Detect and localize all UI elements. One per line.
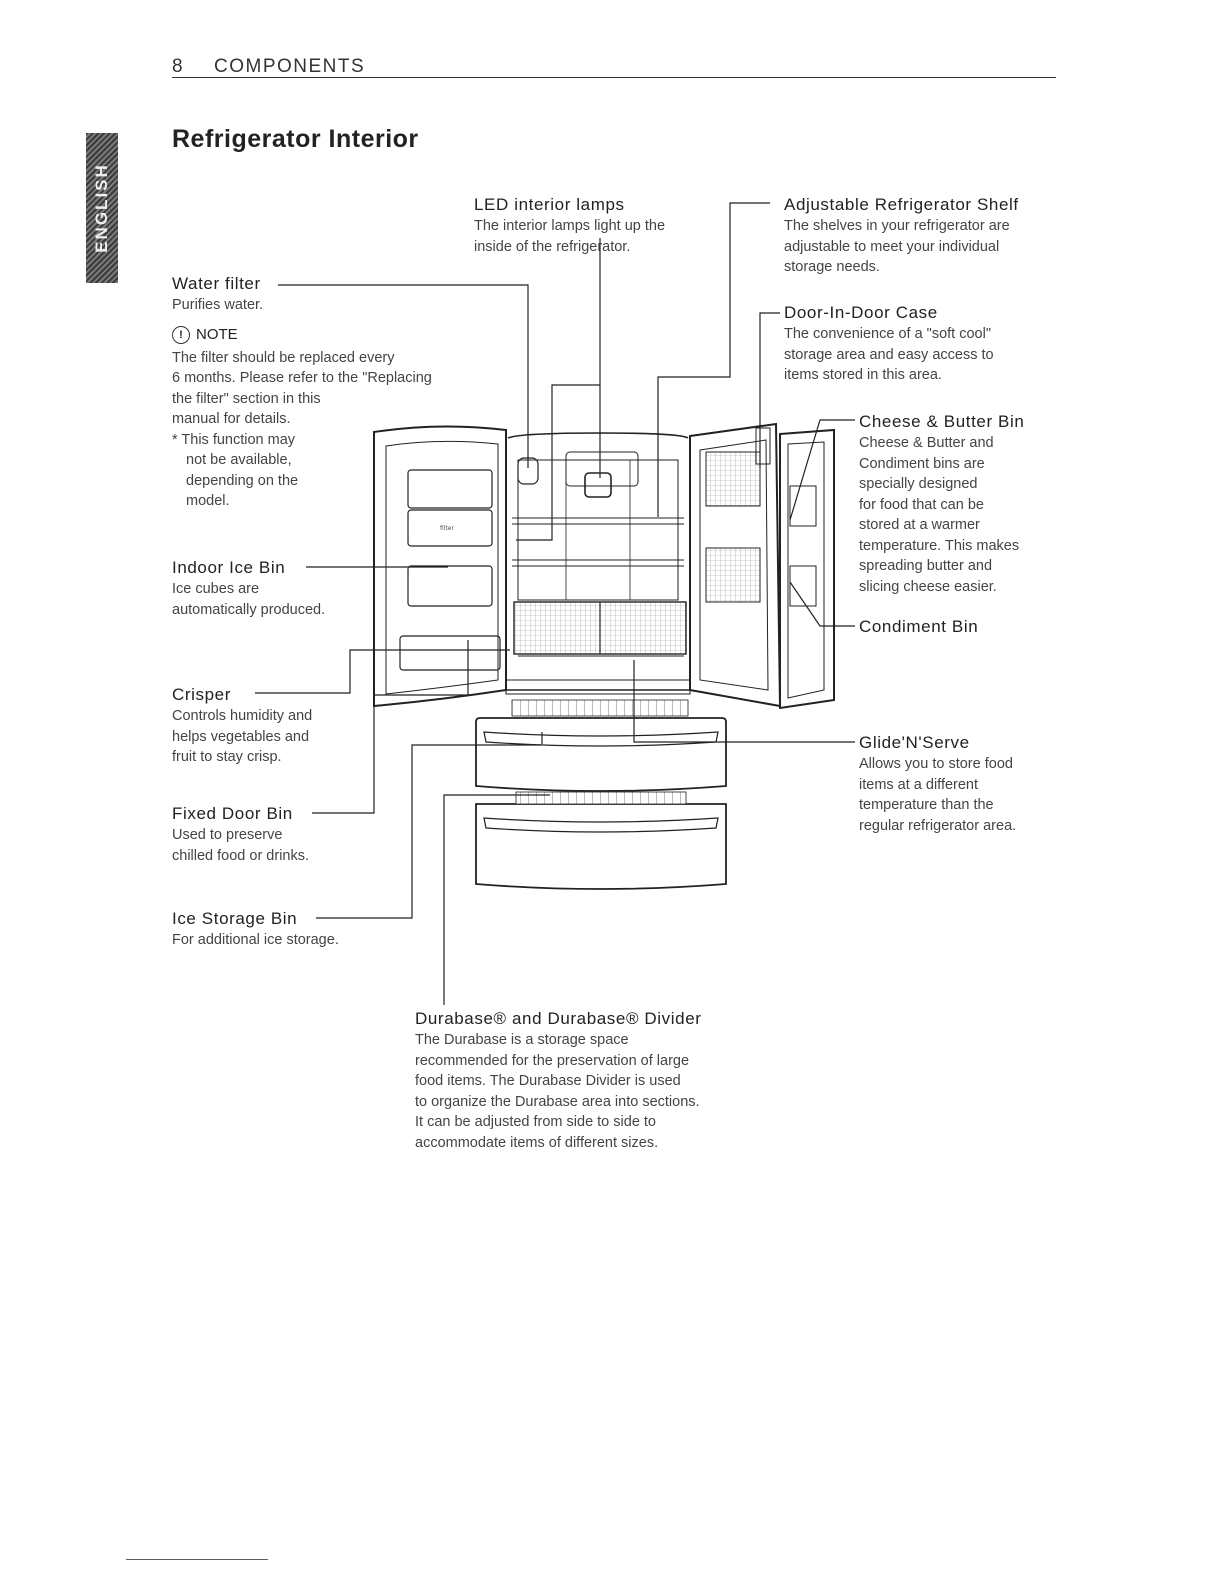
fixed-door-desc-2: chilled food or drinks. xyxy=(172,847,310,864)
leader-ice-storage xyxy=(316,744,542,919)
label-water-filter: Water filter Purifies water. ! NOTE The … xyxy=(172,273,432,512)
fixed-door-title: Fixed Door Bin xyxy=(172,804,293,823)
leader-water-filter xyxy=(278,284,529,468)
condiment-title: Condiment Bin xyxy=(859,617,979,636)
svg-text:filter: filter xyxy=(440,525,454,532)
indoor-ice-desc-1: Ice cubes are xyxy=(172,581,260,597)
cheese-title: Cheese & Butter Bin xyxy=(859,412,1025,431)
shelf-desc-1: The shelves in your refrigerator are xyxy=(784,218,1010,234)
shelf-upper xyxy=(512,517,684,525)
durabase-title: Durabase® and Durabase® Divider xyxy=(415,1009,702,1028)
note-asterisk-3: depending on the xyxy=(186,472,299,489)
crisper-desc-1: Controls humidity and xyxy=(172,708,313,724)
page-number: 8 xyxy=(172,56,184,77)
label-crisper: Crisper Controls humidity and helps vege… xyxy=(172,684,312,768)
note-desc-2: 6 months. Please refer to the "Replacing xyxy=(172,370,432,386)
note-heading: ! NOTE xyxy=(172,325,432,344)
durabase-desc-1: The Durabase is a storage space xyxy=(415,1032,629,1048)
label-led-lamps: LED interior lamps The interior lamps li… xyxy=(474,194,665,257)
note-desc-1: The filter should be replaced every xyxy=(172,349,395,366)
footer-rule xyxy=(126,1559,268,1560)
glide-drawer xyxy=(475,717,727,792)
cheese-desc-6: temperature. This makes xyxy=(859,537,1020,554)
cheese-desc-5: stored at a warmer xyxy=(859,517,980,533)
leader-durabase xyxy=(443,794,550,1005)
leader-cheese xyxy=(789,419,855,521)
glide-desc-3: temperature than the xyxy=(859,797,994,813)
water-desc-1: Purifies water. xyxy=(172,297,264,313)
light-housing xyxy=(565,451,639,487)
glide-title: Glide'N'Serve xyxy=(859,733,970,752)
leader-led-2 xyxy=(516,384,600,541)
label-door-in-door: Door-In-Door Case The convenience of a "… xyxy=(784,302,994,386)
cheese-desc-4: for food that can be xyxy=(859,496,984,513)
durabase-desc-5: It can be adjusted from side to side to xyxy=(415,1114,656,1130)
water-title: Water filter xyxy=(172,274,261,293)
label-indoor-ice-bin: Indoor Ice Bin Ice cubes are automatical… xyxy=(172,557,325,620)
freezer-drawer xyxy=(475,803,727,890)
label-ice-storage-bin: Ice Storage Bin For additional ice stora… xyxy=(172,908,339,951)
label-cheese-butter: Cheese & Butter Bin Cheese & Butter and … xyxy=(859,411,1024,597)
leader-shelf xyxy=(657,202,770,517)
label-condiment-bin: Condiment Bin xyxy=(859,616,978,638)
label-glide-n-serve: Glide'N'Serve Allows you to store food i… xyxy=(859,732,1016,836)
label-durabase: Durabase® and Durabase® Divider The Dura… xyxy=(415,1008,702,1153)
cheese-desc-7: spreading butter and xyxy=(859,558,993,574)
glide-desc-4: regular refrigerator area. xyxy=(859,817,1017,834)
crisper-desc-2: helps vegetables and xyxy=(172,728,310,745)
note-asterisk-2: not be available, xyxy=(186,452,292,468)
indoor-ice-title: Indoor Ice Bin xyxy=(172,558,286,577)
shelf-desc-2: adjustable to meet your individual xyxy=(784,238,1000,255)
led-title: LED interior lamps xyxy=(474,195,625,214)
shelf-title: Adjustable Refrigerator Shelf xyxy=(784,195,1019,214)
crisper-title: Crisper xyxy=(172,685,231,704)
did-desc-2: storage area and easy access to xyxy=(784,346,994,363)
ice-storage-desc-1: For additional ice storage. xyxy=(172,932,339,948)
leader-fixed-door xyxy=(312,640,469,814)
leader-glide xyxy=(633,660,855,743)
glide-desc-1: Allows you to store food xyxy=(859,756,1013,772)
page-title: Refrigerator Interior xyxy=(172,125,419,153)
interior-back xyxy=(517,459,679,601)
fixed-door-desc-1: Used to preserve xyxy=(172,827,283,843)
cheese-desc-8: slicing cheese easier. xyxy=(859,578,997,595)
durabase-desc-3: food items. The Durabase Divider is used xyxy=(415,1073,681,1089)
leader-did xyxy=(759,312,780,468)
indoor-ice-desc-2: automatically produced. xyxy=(172,601,326,618)
leader-condiment xyxy=(789,581,855,627)
note-title: NOTE xyxy=(196,326,238,343)
durabase-desc-2: recommended for the preservation of larg… xyxy=(415,1052,690,1069)
note-desc-4: manual for details. xyxy=(172,411,291,427)
label-fixed-door-bin: Fixed Door Bin Used to preserve chilled … xyxy=(172,803,309,866)
ice-storage-title: Ice Storage Bin xyxy=(172,909,298,928)
label-shelf: Adjustable Refrigerator Shelf The shelve… xyxy=(784,194,1019,278)
header-rule xyxy=(172,77,1056,78)
left-door xyxy=(373,425,507,708)
cheese-desc-3: specially designed xyxy=(859,476,978,492)
crisper-desc-3: fruit to stay crisp. xyxy=(172,749,282,765)
note-asterisk-1: * This function may xyxy=(172,431,296,448)
exclamation-icon: ! xyxy=(172,325,190,344)
cheese-desc-2: Condiment bins are xyxy=(859,455,985,472)
note-asterisk-4: model. xyxy=(186,493,230,509)
section-header: COMPONENTS xyxy=(214,56,366,77)
did-desc-3: items stored in this area. xyxy=(784,367,942,383)
durabase-desc-6: accommodate items of different sizes. xyxy=(415,1134,659,1151)
shelf-desc-3: storage needs. xyxy=(784,259,880,275)
glide-desc-2: items at a different xyxy=(859,776,979,793)
led-desc-1: The interior lamps light up the xyxy=(474,218,666,234)
did-desc-1: The convenience of a "soft cool" xyxy=(784,326,991,342)
led-desc-2: inside of the refrigerator. xyxy=(474,238,631,255)
cabinet-top xyxy=(507,432,689,439)
leader-crisper xyxy=(255,649,510,694)
did-title: Door-In-Door Case xyxy=(784,303,938,322)
cheese-desc-1: Cheese & Butter and xyxy=(859,435,994,451)
language-tab: ENGLISH xyxy=(86,133,118,283)
note-desc-3: the filter" section in this xyxy=(172,390,321,407)
shelf-lower xyxy=(512,559,684,567)
durabase-desc-4: to organize the Durabase area into secti… xyxy=(415,1093,700,1110)
